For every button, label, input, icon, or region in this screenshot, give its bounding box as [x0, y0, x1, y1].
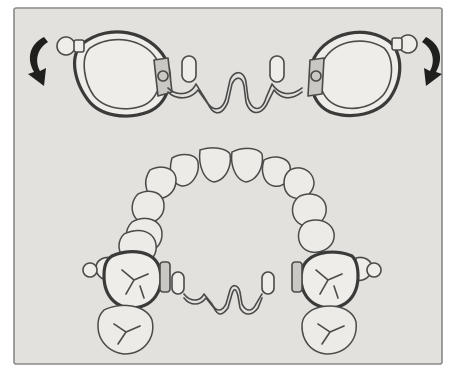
- tooth: [98, 305, 153, 354]
- tooth: [299, 220, 335, 252]
- left-lower-clasp: [172, 272, 184, 294]
- left-clasp: [182, 56, 196, 82]
- tooth: [302, 306, 356, 354]
- right-lower-clasp: [262, 272, 274, 294]
- right-clasp: [270, 56, 284, 82]
